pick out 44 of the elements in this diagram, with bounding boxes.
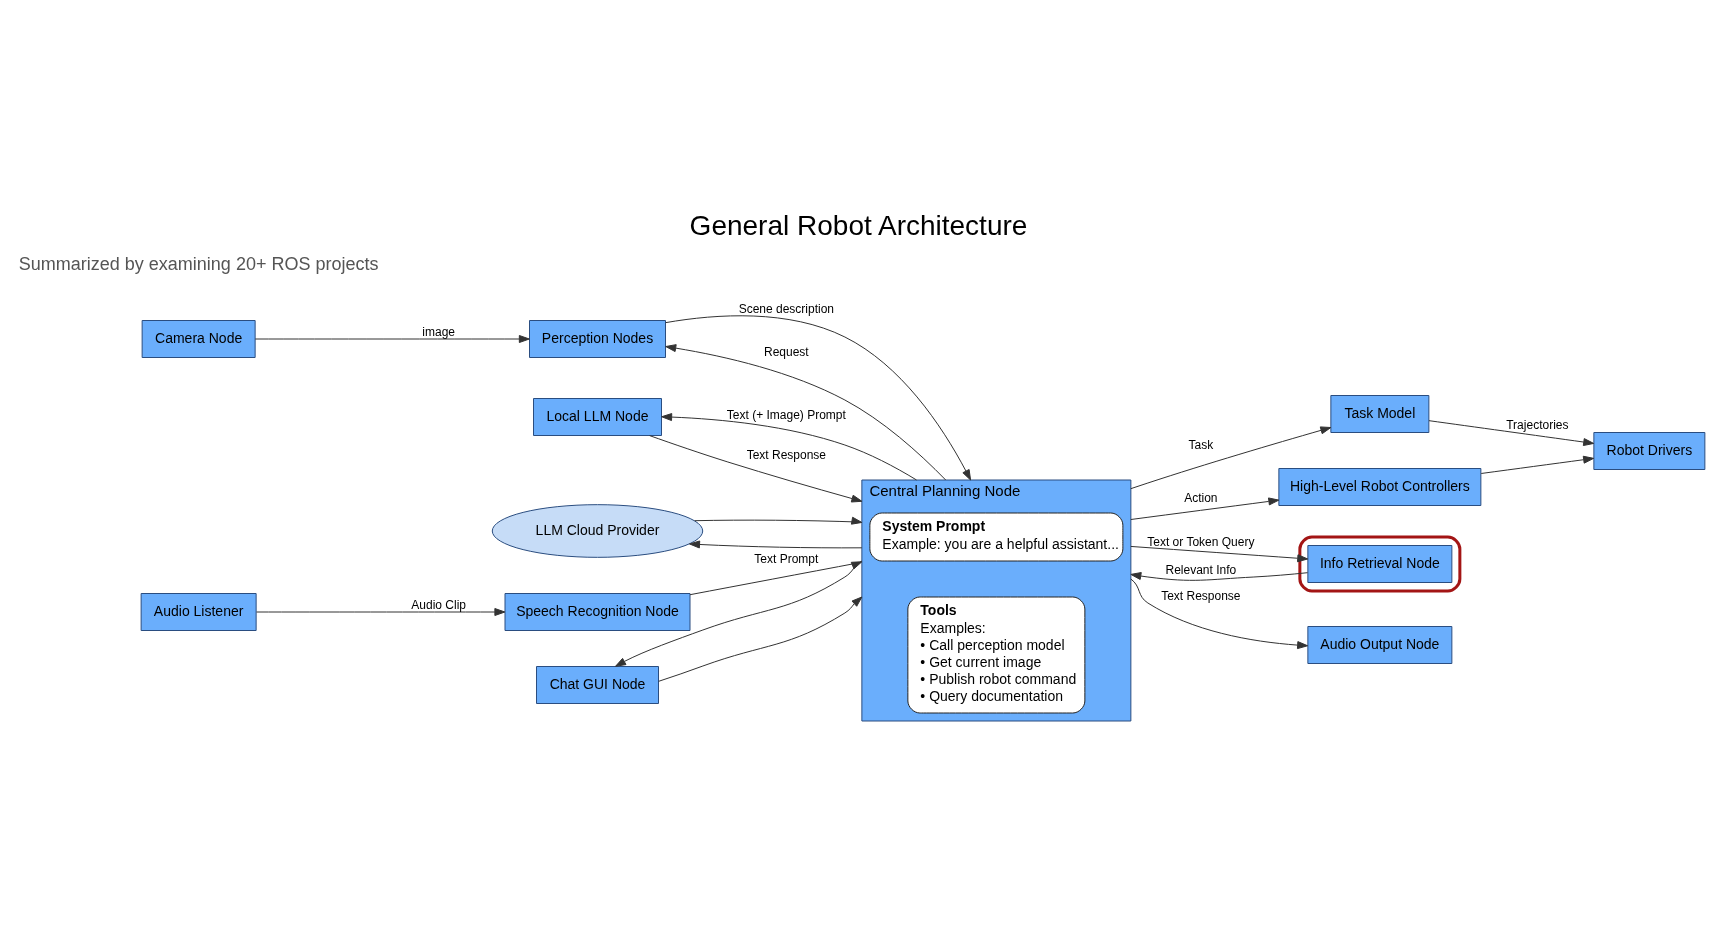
- diagram-title: General Robot Architecture: [689, 210, 1028, 242]
- arrow: [254, 335, 530, 343]
- arrow: [661, 413, 918, 481]
- edge-label: Audio Clip: [411, 597, 466, 612]
- arrow: [658, 596, 863, 682]
- arrow: [1130, 545, 1309, 563]
- edge-label: Scene description: [738, 301, 835, 316]
- arrow: [1130, 497, 1280, 520]
- node-box: Robot Drivers: [1593, 432, 1706, 470]
- edge-label: Text Response: [1161, 588, 1241, 603]
- arrow: [694, 516, 863, 525]
- edge-label: Request: [764, 344, 809, 359]
- arrow: [1428, 420, 1595, 447]
- node-box: Task Model: [1330, 395, 1430, 433]
- arrow: [665, 344, 947, 481]
- arrow: [689, 540, 863, 549]
- edge-label: Trajectories: [1506, 417, 1569, 432]
- node-box: Perception Nodes: [529, 320, 666, 358]
- arrow: [1130, 572, 1309, 581]
- node-box: Local LLM Node: [533, 398, 662, 436]
- arrow: [649, 435, 863, 503]
- node-box: Speech Recognition Node: [504, 593, 691, 631]
- node-box: Camera Node: [141, 320, 256, 358]
- arrow: [256, 608, 506, 616]
- node-box: Audio Output Node: [1307, 626, 1453, 664]
- edge-label: Relevant Info: [1165, 562, 1237, 577]
- node-box: System Prompt Example: you are a helpful assistant...: [869, 512, 1124, 562]
- node-box: Info Retrieval Node: [1307, 545, 1453, 583]
- arrow: [1130, 426, 1332, 490]
- edge-label: Text (+ Image) Prompt: [726, 407, 846, 422]
- edge-label: Task: [1188, 437, 1214, 452]
- node-box: Chat GUI Node: [536, 666, 659, 704]
- node-box: Tools Examples: • Call perception model • Get current image • Publish robot command • Query documentation: [907, 596, 1086, 714]
- arrow: [665, 315, 972, 481]
- node-box: Audio Listener: [140, 593, 257, 631]
- edge-label: Text Response: [746, 447, 827, 462]
- node-box: High-Level Robot Controllers: [1278, 468, 1482, 506]
- edge-label: Action: [1184, 490, 1218, 505]
- edge-label: Text or Token Query: [1147, 534, 1255, 549]
- label: Summarized by examining 20+ ROS projects: [18, 254, 379, 275]
- edge-label: image: [422, 324, 455, 339]
- arrow: [1480, 455, 1595, 474]
- edge-label: Text Prompt: [754, 551, 819, 566]
- arrow: [1130, 578, 1309, 650]
